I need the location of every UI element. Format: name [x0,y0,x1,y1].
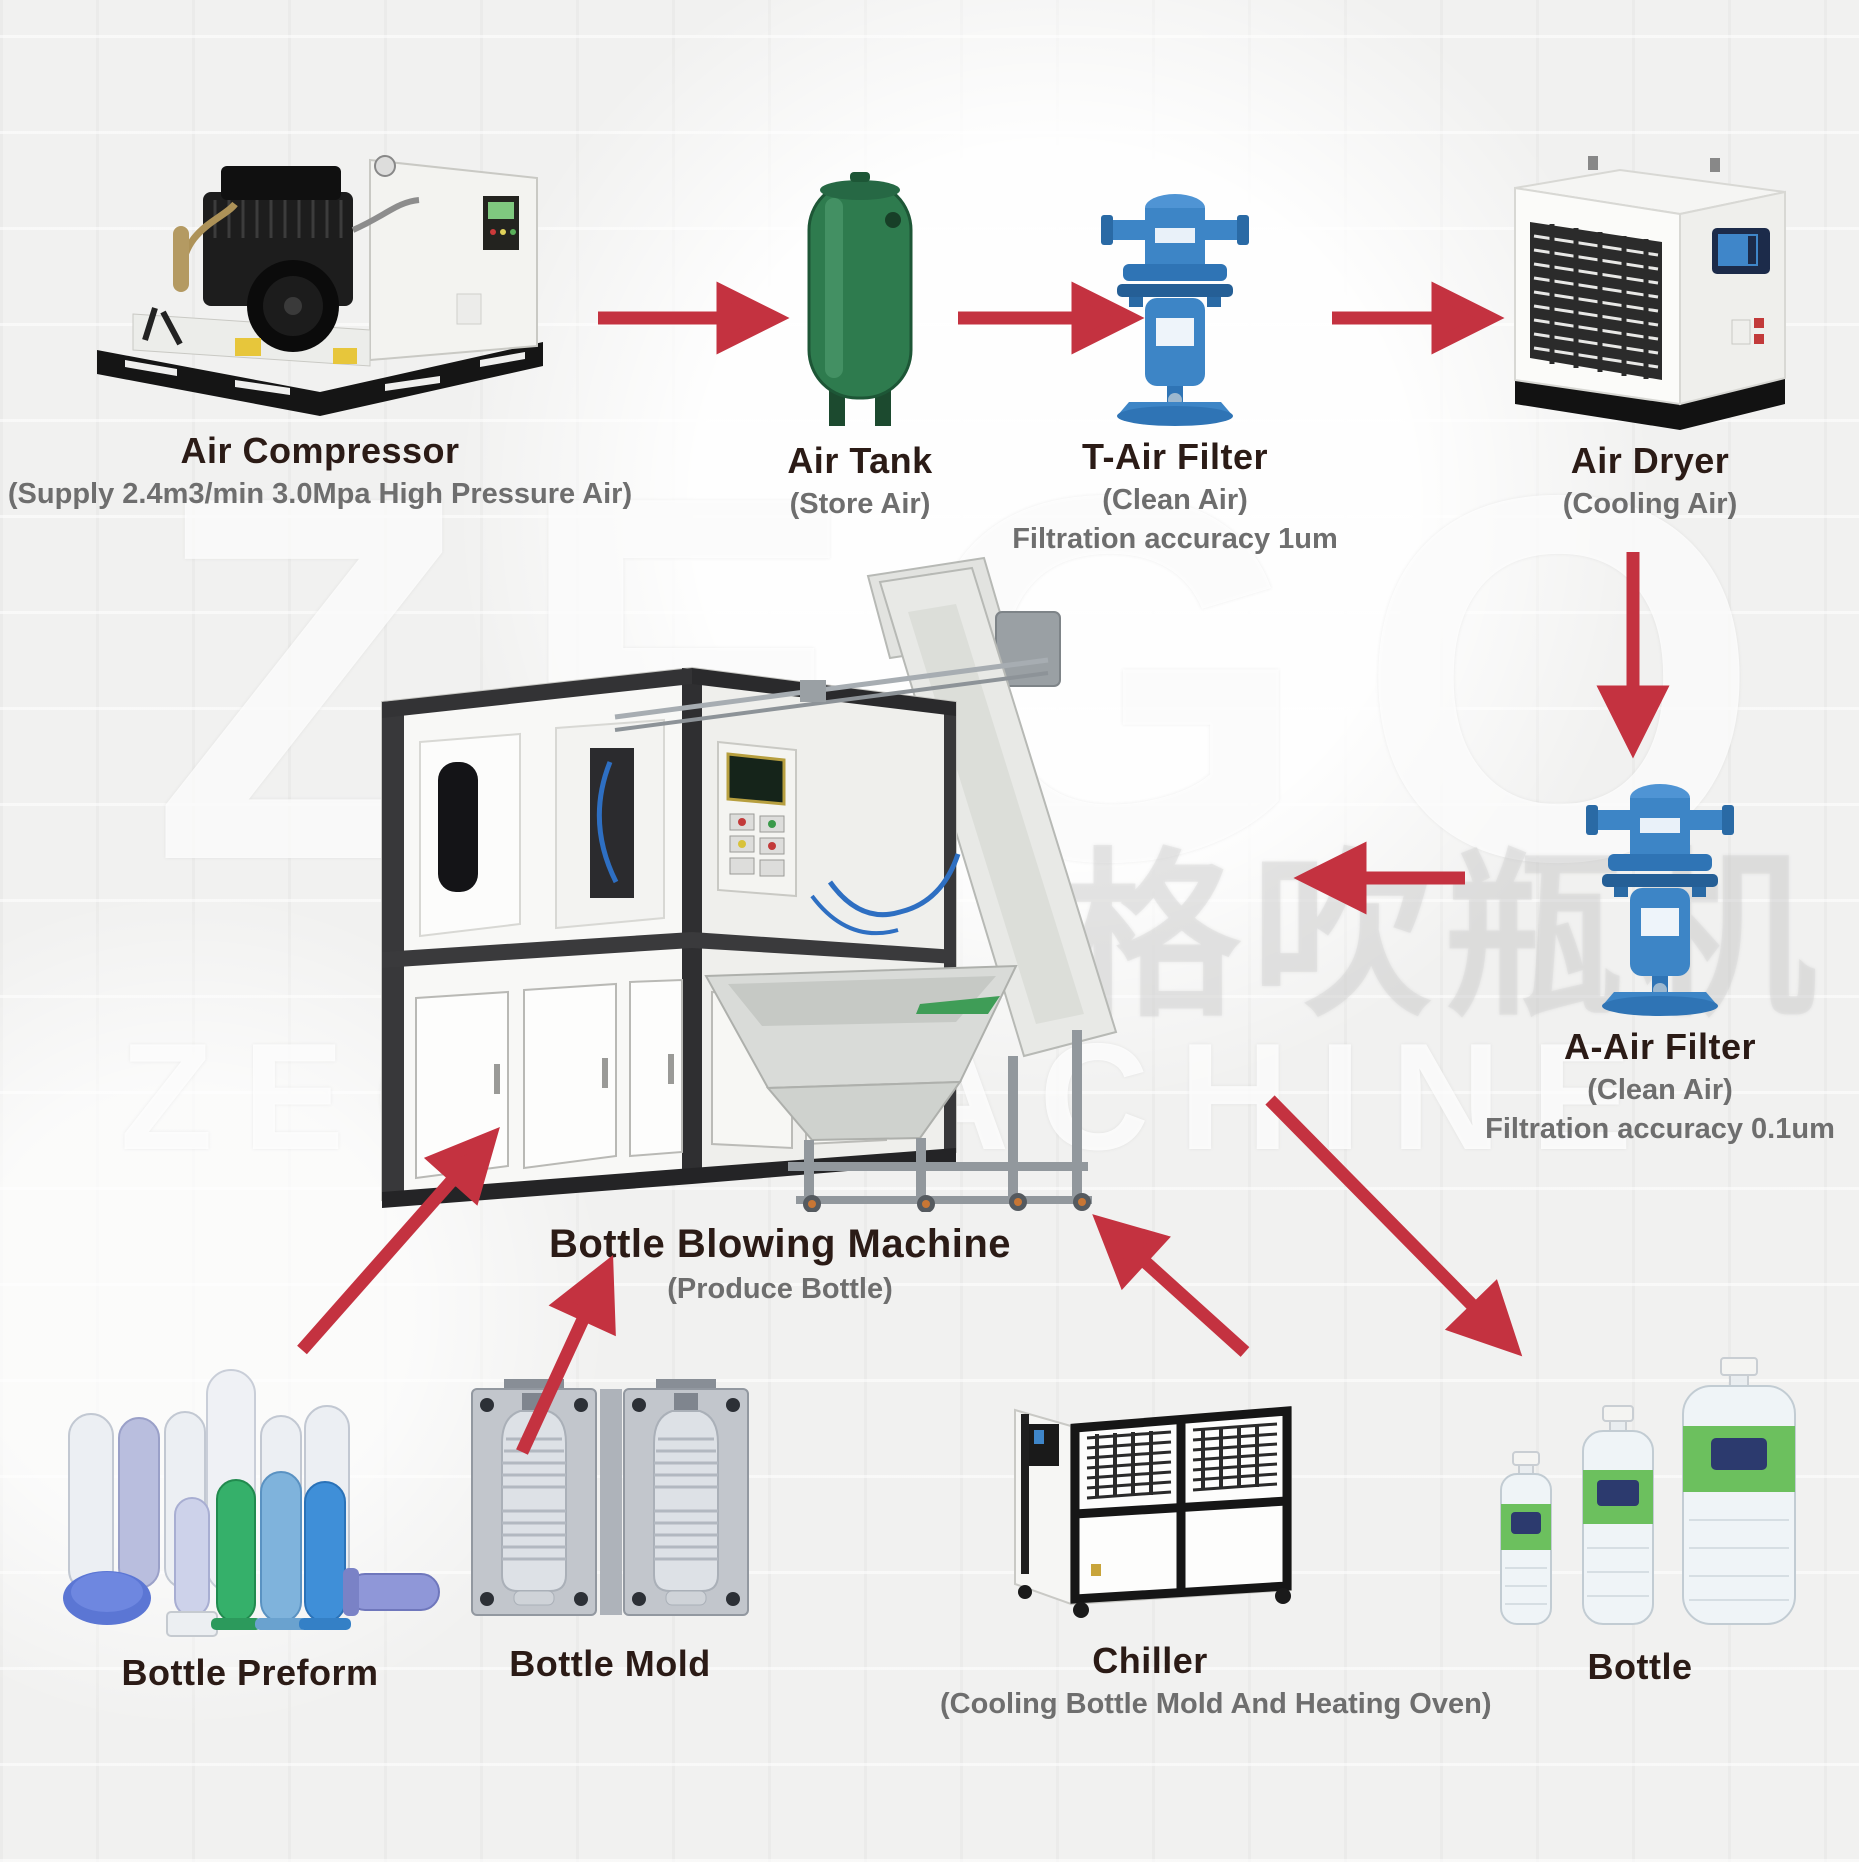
bottle-mold-caption: Bottle Mold [440,1643,780,1685]
node-bottle-mold: Bottle Mold [440,1375,780,1685]
chiller-image [1014,1406,1292,1618]
chiller-subtitle: (Cooling Bottle Mold And Heating Oven) [940,1688,1492,1720]
t-air-filter-title: T-Air Filter [1081,436,1269,477]
arrow-t-filter-to-dryer [1332,281,1505,355]
t-air-filter-note: Filtration accuracy 1um [1012,523,1338,555]
node-bottle-preform: Bottle Preform [40,1362,460,1694]
air-dryer-caption: Air Dryer (Cooling Air) [1480,440,1820,521]
air-dryer-image [1514,156,1786,430]
air-tank-title: Air Tank [787,440,933,481]
air-tank-subtitle: (Store Air) [789,488,931,520]
a-air-filter-image [1586,784,1734,1016]
chiller-caption: Chiller (Cooling Bottle Mold And Heating… [940,1640,1492,1721]
arrow-dryer-to-a-filter [1596,552,1670,759]
a-air-filter-note: Filtration accuracy 0.1um [1485,1113,1835,1145]
bottle-blowing-machine-title: Bottle Blowing Machine [548,1222,1012,1266]
air-dryer-subtitle: (Cooling Air) [1562,488,1738,520]
air-compressor-image [97,155,543,416]
node-t-air-filter: T-Air Filter (Clean Air) Filtration accu… [1005,178,1345,556]
node-a-air-filter: A-Air Filter (Clean Air) Filtration accu… [1460,768,1859,1146]
t-air-filter-caption: T-Air Filter (Clean Air) Filtration accu… [1005,436,1345,556]
node-bottle: Bottle [1450,1352,1830,1688]
bottle-preform-title: Bottle Preform [121,1652,379,1693]
bottle-mold-title: Bottle Mold [509,1643,711,1684]
arrow-a-filter-to-machine [1293,841,1465,915]
air-tank-caption: Air Tank (Store Air) [735,440,985,521]
bottle-blowing-machine-subtitle: (Produce Bottle) [667,1273,893,1305]
chiller-title: Chiller [1092,1640,1208,1681]
bottle-mold-image [471,1379,749,1616]
node-chiller: Chiller (Cooling Bottle Mold And Heating… [940,1368,1492,1721]
bottle-title: Bottle [1587,1646,1693,1687]
bottle-blowing-machine-image [381,556,1118,1212]
t-air-filter-subtitle: (Clean Air) [1102,484,1248,516]
bottle-image [1500,1357,1796,1625]
t-air-filter-image [1101,194,1249,426]
air-tank-image [807,172,913,426]
air-compressor-caption: Air Compressor (Supply 2.4m3/min 3.0Mpa … [0,430,640,511]
a-air-filter-caption: A-Air Filter (Clean Air) Filtration accu… [1460,1026,1859,1146]
bottle-preform-image [63,1369,440,1637]
node-air-compressor: Air Compressor (Supply 2.4m3/min 3.0Mpa … [0,108,640,511]
node-air-dryer: Air Dryer (Cooling Air) [1480,152,1820,521]
air-compressor-title: Air Compressor [180,430,460,471]
node-air-tank: Air Tank (Store Air) [735,172,985,521]
a-air-filter-subtitle: (Clean Air) [1587,1074,1733,1106]
bottle-blowing-machine-caption: Bottle Blowing Machine (Produce Bottle) [360,1222,1200,1306]
air-compressor-subtitle: (Supply 2.4m3/min 3.0Mpa High Pressure A… [7,478,633,510]
a-air-filter-title: A-Air Filter [1563,1026,1756,1067]
bottle-caption: Bottle [1450,1646,1830,1688]
bottle-preform-caption: Bottle Preform [40,1652,460,1694]
air-dryer-title: Air Dryer [1570,440,1730,481]
node-bottle-blowing-machine: Bottle Blowing Machine (Produce Bottle) [360,552,1200,1306]
